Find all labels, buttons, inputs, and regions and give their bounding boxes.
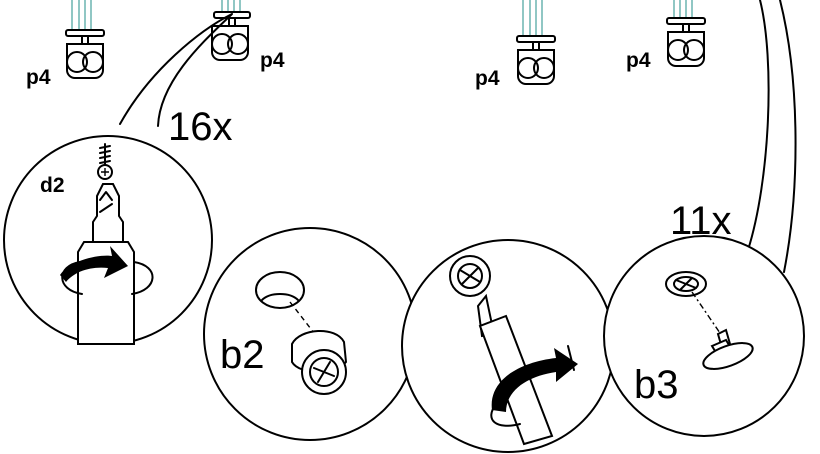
callout-leader-right	[747, 0, 797, 273]
bolt-label: b3	[634, 363, 679, 407]
callout-leader-left	[119, 13, 233, 127]
caster-label-3: p4	[475, 67, 500, 90]
cam-bolt-detail-circle: b3	[603, 235, 805, 437]
caster-icon	[211, 0, 251, 61]
caster-label-2: p4	[260, 49, 285, 72]
caster-label-1: p4	[26, 66, 51, 89]
cam-lock-icon	[665, 271, 707, 297]
caster-icon	[516, 0, 556, 85]
screw-label: d2	[40, 174, 65, 197]
caster-icon	[65, 0, 105, 79]
cam-lock-icon	[449, 255, 491, 297]
cam-lock-detail-circle: b2	[203, 227, 417, 441]
cam-bolt-icon	[702, 328, 754, 370]
cam-tighten-detail-circle	[401, 239, 615, 453]
rotation-arrow-icon	[60, 246, 154, 295]
rotation-arrow-icon	[490, 345, 578, 427]
screw-detail-circle: d2	[3, 135, 213, 345]
caster-label-4: p4	[626, 49, 651, 72]
cam-lock-icon	[291, 329, 348, 395]
screw-icon	[97, 143, 113, 180]
quantity-screws: 16x	[168, 105, 233, 149]
cam-label: b2	[220, 333, 265, 377]
caster-icon	[666, 0, 706, 67]
